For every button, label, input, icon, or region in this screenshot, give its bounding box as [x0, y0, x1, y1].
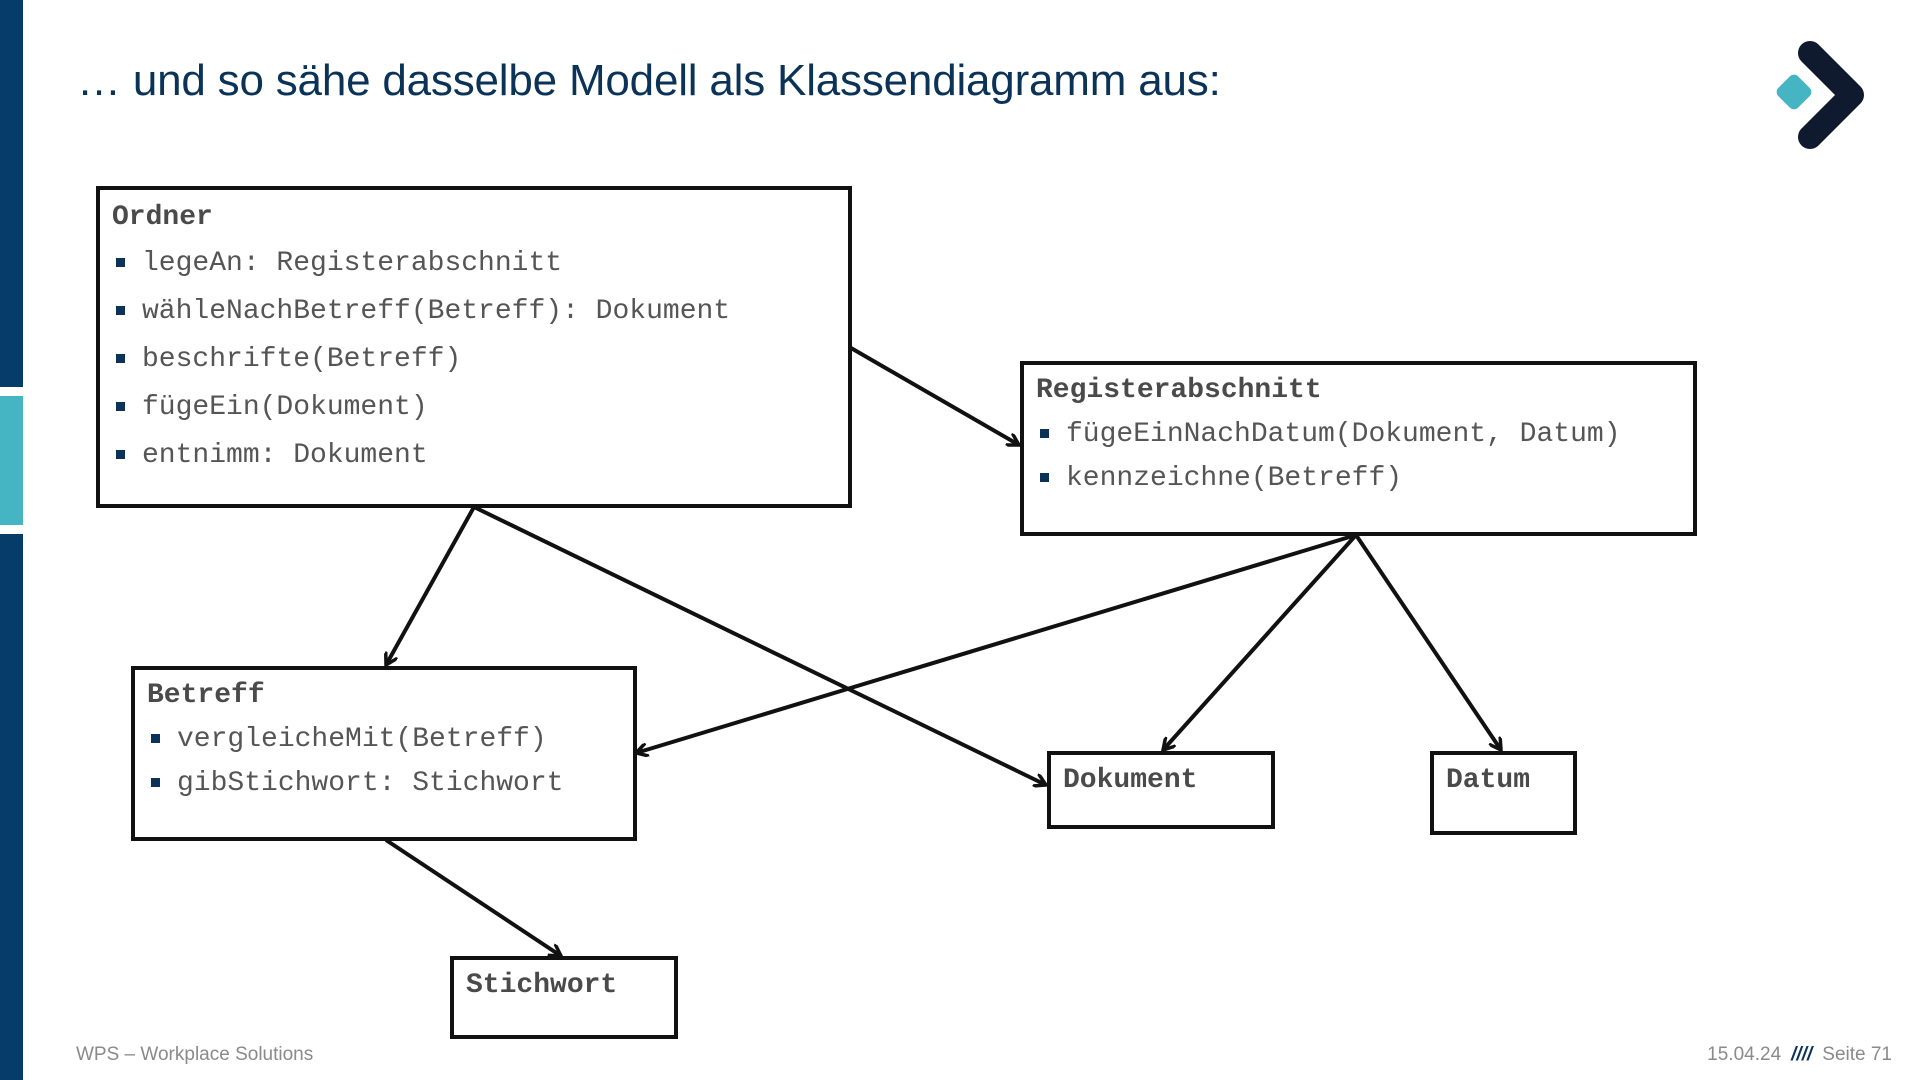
class-registerabschnitt-name: Registerabschnitt [1036, 375, 1322, 406]
operation-item: fügeEinNachDatum(Dokument, Datum) [1036, 413, 1621, 457]
footer-meta: 15.04.24 //// Seite 71 [1707, 1044, 1892, 1066]
class-ordner-name: Ordner [112, 202, 213, 233]
class-ordner-operations: legeAn: Registerabschnitt wähleNachBetre… [112, 240, 730, 480]
assoc-registerabschnitt-betreff [636, 533, 1357, 753]
class-ordner: Ordner legeAn: Registerabschnitt wähleNa… [96, 186, 852, 508]
footer-page-number: Seite 71 [1822, 1044, 1892, 1065]
class-betreff: Betreff vergleicheMit(Betreff) gibStichw… [131, 666, 637, 841]
assoc-ordner-registerabschnitt [849, 346, 1019, 445]
logo-chevron [1798, 41, 1864, 149]
operation-item: wähleNachBetreff(Betreff): Dokument [112, 288, 730, 336]
operation-item: beschrifte(Betreff) [112, 336, 730, 384]
operation-item: legeAn: Registerabschnitt [112, 240, 730, 288]
assoc-betreff-stichwort [384, 838, 561, 956]
class-datum: Datum [1430, 751, 1577, 835]
bullet-icon [116, 354, 125, 363]
side-bar-bottom [0, 534, 23, 1080]
class-betreff-name: Betreff [147, 680, 265, 711]
bullet-icon [116, 306, 125, 315]
operation-item: entnimm: Dokument [112, 432, 730, 480]
class-dokument: Dokument [1047, 751, 1275, 829]
bullet-icon [116, 258, 125, 267]
class-stichwort-name: Stichwort [466, 970, 618, 1001]
side-bar-accent [0, 396, 23, 525]
class-stichwort: Stichwort [450, 956, 678, 1039]
slide-title: … und so sähe dasselbe Modell als Klasse… [77, 56, 1221, 105]
bullet-icon [116, 450, 125, 459]
bullet-icon [151, 778, 160, 787]
wps-logo-icon [1776, 41, 1864, 149]
assoc-registerabschnitt-dokument [1163, 533, 1358, 750]
assoc-ordner-betreff [386, 506, 476, 665]
operation-item: fügeEin(Dokument) [112, 384, 730, 432]
side-bar-top [0, 0, 23, 387]
operation-item: kennzeichne(Betreff) [1036, 457, 1621, 501]
footer-separator: //// [1791, 1044, 1813, 1065]
logo-diamond [1776, 74, 1812, 110]
class-registerabschnitt-operations: fügeEinNachDatum(Dokument, Datum) kennze… [1036, 413, 1621, 501]
footer-company: WPS – Workplace Solutions [76, 1044, 314, 1065]
bullet-icon [1040, 429, 1049, 438]
class-dokument-name: Dokument [1063, 765, 1198, 796]
assoc-registerabschnitt-datum [1354, 533, 1501, 750]
bullet-icon [151, 734, 160, 743]
class-betreff-operations: vergleicheMit(Betreff) gibStichwort: Sti… [147, 718, 563, 806]
bullet-icon [1040, 473, 1049, 482]
class-datum-name: Datum [1446, 765, 1531, 796]
class-registerabschnitt: Registerabschnitt fügeEinNachDatum(Dokum… [1020, 361, 1697, 536]
footer-date: 15.04.24 [1707, 1044, 1782, 1065]
operation-item: gibStichwort: Stichwort [147, 762, 563, 806]
operation-item: vergleicheMit(Betreff) [147, 718, 563, 762]
assoc-ordner-dokument [473, 505, 1046, 785]
bullet-icon [116, 402, 125, 411]
